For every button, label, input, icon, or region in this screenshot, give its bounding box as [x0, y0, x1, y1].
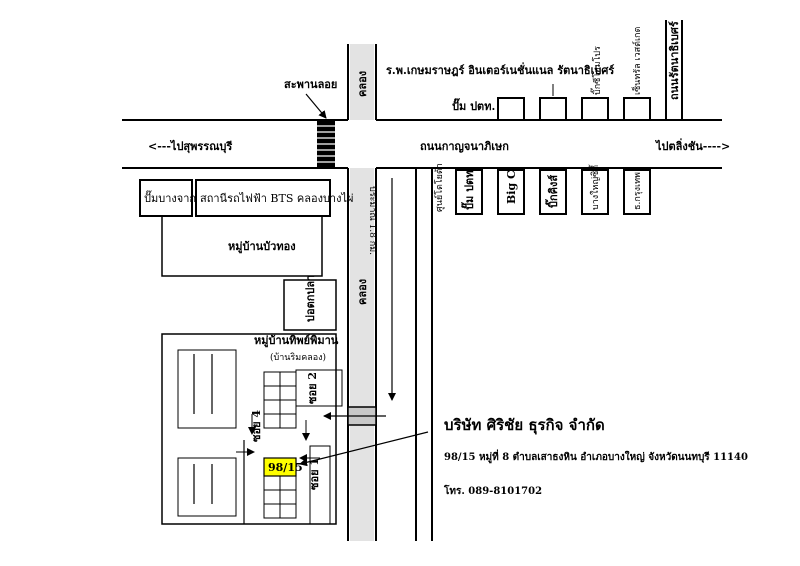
company-phone: โทร. 089-8101702 [443, 484, 542, 497]
hospital-label: ร.พ.เกษมราษฎร์ อินเตอร์เนชั่นแนล รัตนาธิ… [386, 62, 614, 77]
company-name: บริษัท ศิริชัย ธุรกิจ จำกัด [444, 416, 605, 435]
road-name-label: ถนนกาญจนาภิเษก [420, 140, 509, 153]
rattanathibet-road-label: ถนนรัตนาธิเบศร์ [668, 21, 681, 100]
distance-label: ประมาณ 1.8 กม. [367, 186, 377, 255]
to-taling-chan-label: ไปตลิ่งชัน----> [654, 138, 730, 153]
big-kings-label: บิ๊กคิงส์ [545, 175, 560, 208]
fish-pond: บ่อตกปลา [283, 275, 337, 331]
shop-building-c [623, 97, 651, 121]
village-buathong-label: หมู่บ้านบัวทอง [228, 240, 296, 254]
village-thipphiman-label: หมู่บ้านทิพย์พิมาน [254, 334, 339, 348]
central-westgate-label: เซ็นทรัล เวสต์เกต [630, 27, 643, 95]
north-side-landmarks: ร.พ.เกษมราษฎร์ อินเตอร์เนชั่นแนล รัตนาธิ… [386, 20, 683, 121]
bangkok-bank-label: ธ.กรุงเทพ [633, 172, 643, 210]
bigc-homepro-label: บิ๊กซีโฮมโปร [590, 46, 603, 95]
hospital-building [497, 97, 525, 121]
company-address: 98/15 หมู่ที่ 8 ตำบลเสาธงหิน อำเภอบางใหญ… [444, 449, 748, 464]
bigc-label: Big C [505, 170, 518, 204]
company-info: บริษัท ศิริชัย ธุรกิจ จำกัด 98/15 หมู่ที… [443, 416, 748, 497]
south-right-landmarks: ศูนย์โตโยต้า ปั๊ม ปตท. Big C บิ๊กคิงส์ บ… [415, 163, 651, 541]
bangchak-pump-building [139, 179, 193, 217]
bts-station-building [195, 179, 331, 217]
house-98-15-marker [263, 457, 297, 477]
bangchak-pump-label: ปั๊มบางจาก [144, 190, 196, 205]
village-note-label: (บ้านริมคลอง) [270, 352, 326, 363]
fish-pond-label: บ่อตกปลา [304, 275, 317, 322]
kanchanaphisek-road: <---ไปสุพรรณบุรี ถนนกาญจนาภิเษก ไปตลิ่งช… [122, 119, 730, 169]
floating-bridge-label: สะพานลอย [284, 78, 337, 91]
soi-2-label: ซอย 2 [306, 372, 319, 404]
bangyai-city-label: บางใหญ่ซิตี้ [588, 164, 601, 210]
bts-station-label: สถานีรถไฟฟ้า BTS คลองบางไผ่ [200, 192, 353, 205]
canal-label-top: คลอง [356, 71, 369, 97]
distance-indicator: ประมาณ 1.8 กม. [367, 178, 396, 401]
house-number-label: 98/15 [268, 461, 303, 474]
south-left-landmarks: ปั๊มบางจาก สถานีรถไฟฟ้า BTS คลองบางไผ่ ห… [139, 179, 353, 277]
canal-label-mid: คลอง [356, 279, 369, 305]
soi-1-label: ซอย 1 [308, 458, 321, 490]
canal: คลอง คลอง [347, 44, 377, 541]
to-suphanburi-label: <---ไปสุพรรณบุรี [148, 139, 232, 154]
shop-building-a [539, 97, 567, 121]
floating-bridge: สะพานลอย [284, 78, 337, 168]
ptt-pump-label: ปั๊ม ปตท. [461, 167, 476, 210]
village-thipphiman: หมู่บ้านทิพย์พิมาน (บ้านริมคลอง) [161, 333, 343, 525]
shop-building-b [581, 97, 609, 121]
toyota-center-label: ศูนย์โตโยต้า [433, 163, 445, 212]
gas-station-top-label: ปั๊ม ปตท. [452, 98, 495, 113]
